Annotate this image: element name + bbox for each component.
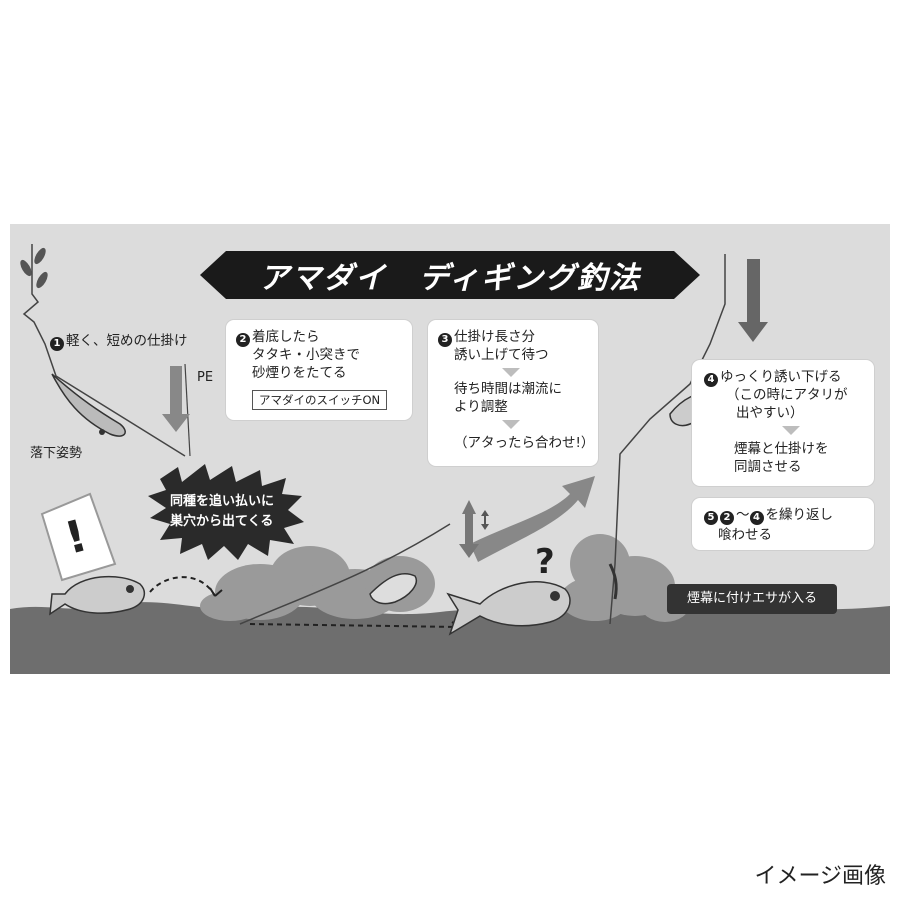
diagram-title: アマダイ ディギング釣法 — [259, 261, 641, 296]
lift-arrow — [470, 476, 595, 562]
step3-line5: （アタったら合わせ!） — [454, 435, 595, 451]
tilefish-left — [49, 575, 146, 616]
step3-arrow1 — [502, 368, 520, 377]
step4-arrow — [782, 426, 800, 435]
alert-burst — [148, 464, 304, 560]
step2-line2: タタキ・小突きで — [252, 347, 360, 363]
step5-tilde: 〜 — [736, 507, 750, 523]
bottom-sinker — [369, 573, 417, 605]
down-arrow — [738, 259, 768, 342]
step5-number-2: 2 — [720, 511, 734, 525]
pe-label: PE — [197, 370, 214, 385]
step5-number: 5 — [704, 511, 718, 525]
fall-arrow — [162, 366, 190, 432]
smoke-label: 煙幕に付けエサが入る — [667, 584, 837, 614]
step2-number: 2 — [236, 333, 250, 347]
step1-number: 1 — [50, 337, 64, 351]
pe-line — [184, 363, 191, 457]
step3-line3: 待ち時間は潮流に — [454, 381, 562, 397]
burst-line1: 同種を追い払いに — [170, 494, 275, 509]
step4-number: 4 — [704, 373, 718, 387]
diagram-illustration — [10, 244, 890, 674]
up-down-arrow-large — [459, 500, 479, 558]
step3-line2: 誘い上げて待つ — [454, 347, 549, 363]
step1-text: 軽く、短めの仕掛け — [66, 333, 188, 349]
fishing-line-left — [22, 244, 186, 457]
step4-line5: 同調させる — [734, 459, 802, 475]
falling-sinker — [51, 373, 126, 437]
tilefish-center — [446, 581, 571, 636]
bait-hook — [608, 563, 618, 600]
rod-tip-leaves — [20, 247, 48, 289]
movement-path-2 — [249, 623, 461, 628]
step5-line2: 喰わせる — [718, 527, 772, 543]
fishing-line-right — [609, 254, 726, 625]
movement-path-1 — [149, 576, 216, 597]
step3-line4: より調整 — [454, 399, 508, 415]
step2-text1: 着底したら — [252, 329, 320, 345]
step5-number-3: 4 — [749, 511, 764, 525]
bottom-line — [239, 523, 451, 625]
up-down-arrow-small — [481, 510, 489, 530]
step5-text1: を繰り返し — [765, 507, 834, 523]
step3-text1: 仕掛け長さ分 — [454, 329, 535, 345]
step4-line4: 煙幕と仕掛けを — [734, 441, 829, 457]
switch-on-label: アマダイのスイッチON — [252, 390, 388, 410]
step4-text1: ゆっくり誘い下げる — [720, 369, 842, 385]
step2-line3: 砂煙りをたてる — [252, 365, 347, 381]
burst-line2: 巣穴から出てくる — [170, 514, 274, 529]
step4-line3: 出やすい） — [736, 405, 804, 421]
step4-line2: （この時にアタリが — [726, 387, 848, 403]
step3-number: 3 — [438, 333, 452, 347]
image-caption: イメージ画像 — [754, 864, 886, 889]
question-mark: ? — [535, 542, 555, 582]
step3-arrow2 — [502, 420, 520, 429]
title-banner: アマダイ ディギング釣法 — [200, 251, 700, 299]
warning-sign — [40, 492, 117, 582]
fall-posture-label: 落下姿勢 — [30, 446, 83, 461]
